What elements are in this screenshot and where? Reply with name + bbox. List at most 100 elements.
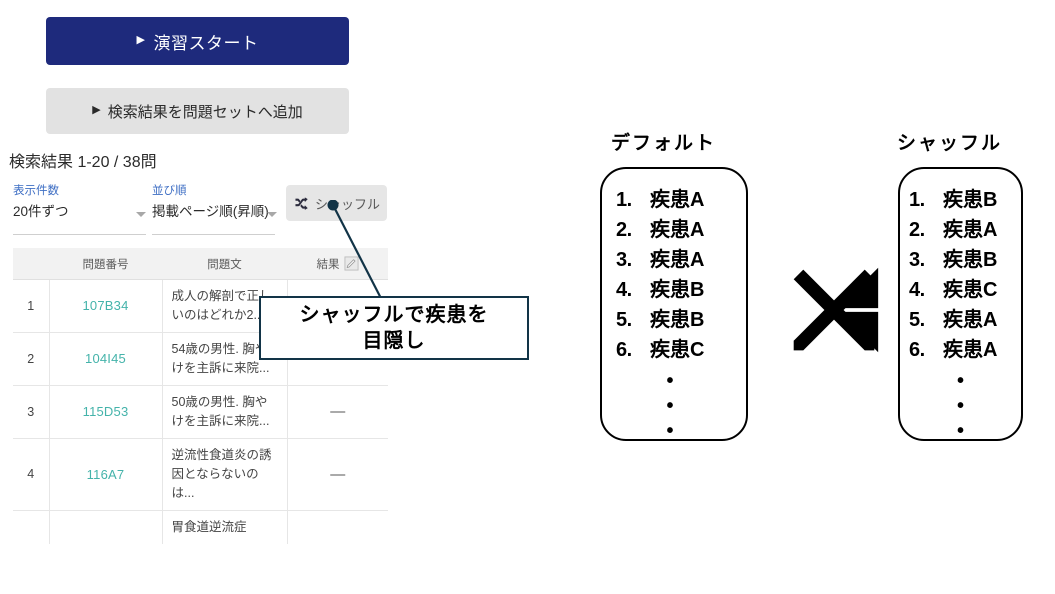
default-list-title: デフォルト [611,133,717,154]
list-item-label: 疾患A [943,309,998,331]
shuffled-list-box: 1. 疾患B 2. 疾患A 3. 疾患B 4. 疾患C 5. 疾患A 6. 疾患A • • … [898,167,1023,444]
result-value: — [330,403,346,420]
result-value: — [330,465,346,483]
list-item: 4. 疾患C [900,275,1021,305]
list-item-label: 疾患A [943,219,998,241]
shuffle-button-label: シャッフル [314,196,380,212]
search-result-count: 検索結果 1-20 / 38問 [9,154,157,171]
ellipsis-dot: • [956,395,964,417]
list-item: 6. 疾患C [602,335,746,365]
list-item: 5. 疾患B [602,305,746,335]
list-item-number: 6. [616,339,632,361]
list-item: 1. 疾患A [602,185,746,215]
table-header-row: 問題番号 問題文 結果 [13,248,388,280]
table-row-partial[interactable]: 胃食道逆流症 [13,510,388,545]
default-list-box: 1. 疾患A 2. 疾患A 3. 疾患A 4. 疾患B 5. 疾患B 6. 疾患C • • … [600,167,748,444]
add-results-to-set-button[interactable]: ▶ 検索結果を問題セットへ追加 [46,88,349,134]
question-id-link[interactable]: 104I45 [85,351,126,366]
list-item: 3. 疾患A [602,245,746,275]
list-item: 2. 疾患A [900,215,1021,245]
row-index: 2 [13,332,50,386]
ellipsis-dot: • [666,370,674,392]
ellipsis-dot: • [666,395,674,417]
list-item: 3. 疾患B [900,245,1021,275]
list-item: 5. 疾患A [900,305,1021,335]
col-header-question-no: 問題番号 [49,248,162,280]
list-item-number: 1. [909,189,925,211]
per-page-select[interactable]: 表示件数 20件ずつ [13,184,146,235]
chevron-down-icon [266,212,277,217]
table-row[interactable]: 3 115D53 50歳の男性. 胸やけを主訴に来院... — [13,385,388,439]
question-excerpt: 50歳の男性. 胸やけを主訴に来院... [162,385,288,439]
sort-order-select[interactable]: 並び順 掲載ページ順(昇順) [152,184,277,235]
shuffle-button[interactable]: シャッフル [286,185,387,221]
pencil-edit-icon[interactable] [343,256,359,271]
play-triangle-icon: ▶ [136,33,146,46]
list-item-number: 4. [616,279,632,301]
question-excerpt: 逆流性食道炎の誘因とならないのは... [162,438,288,511]
per-page-value: 20件ずつ [13,204,69,219]
ellipsis-dot: • [956,420,964,442]
list-item-number: 4. [909,279,925,301]
shuffle-cross-arrows-icon [793,267,879,353]
list-item-label: 疾患C [650,339,705,361]
col-header-question-text: 問題文 [162,248,287,280]
list-item-number: 2. [909,219,925,241]
list-item-label: 疾患A [650,249,705,271]
question-id-link [49,510,163,544]
sort-order-label: 並び順 [152,185,187,197]
list-item: 2. 疾患A [602,215,746,245]
result-value [287,511,388,545]
question-search-pane: ▶ 演習スタート ▶ 検索結果を問題セットへ追加 検索結果 1-20 / 38問… [0,0,420,594]
question-results-table: 問題番号 問題文 結果 1 [13,248,388,544]
list-item-label: 疾患A [943,339,998,361]
table-row[interactable]: 4 116A7 逆流性食道炎の誘因とならないのは... — [13,438,388,511]
table-body: 1 107B34 成人の解剖で正しいのはどれか2... 2 104I45 54歳… [13,279,388,545]
list-item-number: 2. [616,219,632,241]
list-item-number: 5. [616,309,632,331]
col-header-index [13,248,49,280]
row-index: 3 [13,385,50,439]
per-page-label: 表示件数 [13,185,59,197]
list-item-label: 疾患A [650,189,705,211]
question-id-link[interactable]: 107B34 [82,298,129,313]
question-id-link[interactable]: 115D53 [82,404,129,419]
shuffle-explanation-diagram: デフォルト シャッフル 1. 疾患A 2. 疾患A 3. 疾患A 4. 疾患B 5. 疾患… [560,0,1055,594]
list-controls: 表示件数 20件ずつ 並び順 掲載ページ順(昇順) [0,184,420,236]
callout-line-1: シャッフルで疾患を [299,304,489,326]
list-item-number: 3. [616,249,632,271]
row-index [13,510,50,544]
col-header-result-label: 結果 [316,258,340,271]
list-item-label: 疾患C [943,279,998,301]
row-index: 4 [13,438,50,511]
callout-box: シャッフルで疾患を 目隠し [259,296,529,360]
shuffle-icon [295,196,308,210]
start-practice-label: 演習スタート [153,33,259,53]
list-item-number: 3. [909,249,925,271]
callout-line-2: 目隠し [362,330,426,352]
start-practice-button[interactable]: ▶ 演習スタート [46,17,349,65]
list-item: 4. 疾患B [602,275,746,305]
question-excerpt: 胃食道逆流症 [162,510,288,544]
shuffled-list-title: シャッフル [897,133,1003,154]
list-item-number: 5. [909,309,925,331]
list-item-label: 疾患B [943,249,998,271]
add-results-to-set-label: 検索結果を問題セットへ追加 [107,103,303,121]
row-index: 1 [13,279,50,333]
ellipsis-marks: • • • [900,365,1021,444]
col-header-result: 結果 [287,248,388,280]
list-item-label: 疾患B [650,279,705,301]
list-item: 6. 疾患A [900,335,1021,365]
list-item: 1. 疾患B [900,185,1021,215]
chevron-down-icon [136,212,146,217]
list-item-number: 1. [616,189,632,211]
ellipsis-marks: • • • [602,365,746,444]
ellipsis-dot: • [666,420,674,442]
list-item-label: 疾患B [650,309,705,331]
list-item-number: 6. [909,339,925,361]
ellipsis-dot: • [956,370,964,392]
question-id-link[interactable]: 116A7 [86,466,125,482]
list-item-label: 疾患B [943,189,998,211]
list-item-label: 疾患A [650,219,705,241]
